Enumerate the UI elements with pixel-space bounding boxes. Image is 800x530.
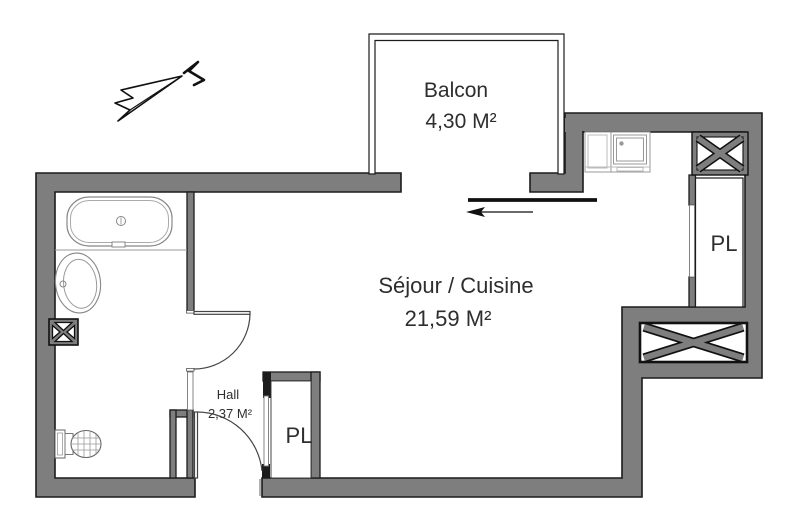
washbasin (54, 252, 102, 314)
closet-door-right (689, 204, 695, 278)
area-label-hall: 2,37 M² (208, 406, 253, 421)
bathroom-door-jamb-bottom (186, 368, 195, 372)
wall-balcony-foot-fill (530, 118, 583, 192)
wall-pl-hall-stub-bottom (262, 464, 270, 478)
top-right-duct-icon (691, 131, 749, 176)
entrance-door (193, 411, 263, 479)
closet-hall-interior (270, 380, 312, 479)
wall-bathroom-partition (186, 191, 195, 312)
bathroom-door (193, 310, 251, 370)
kitchen-sink (584, 131, 651, 173)
toilet (54, 429, 102, 459)
room-label-hall: Hall (217, 387, 240, 402)
bathroom-duct-icon (48, 318, 79, 346)
closet-label-hall: PL (286, 423, 313, 448)
bottom-right-duct-icon (638, 321, 749, 364)
sliding-direction-arrow-icon (466, 207, 485, 217)
balcony-railing (368, 33, 565, 175)
closet-label-right: PL (711, 231, 738, 256)
bathroom-door-frame-lower (187, 371, 194, 411)
north-arrow-icon (114, 60, 206, 122)
wall-stub-left-leg (169, 409, 177, 479)
balcony-sliding-door (466, 198, 597, 217)
wall-stub-right-leg (186, 409, 194, 479)
room-label-balcony: Balcon (424, 79, 488, 102)
area-label-living: 21,59 M² (405, 306, 492, 331)
wall-pl-hall-stub-top (263, 372, 271, 398)
wall-pl-right-lower (688, 276, 697, 308)
closet-right-interior (694, 177, 744, 308)
wall-balcony-foot-outline (529, 131, 584, 193)
walls (35, 112, 763, 498)
room-label-living: Séjour / Cuisine (378, 273, 533, 298)
wall-right-block (261, 112, 763, 498)
bathtub (66, 196, 173, 248)
wall-pl-right-upper (688, 174, 697, 206)
area-label-balcony: 4,30 M² (425, 110, 496, 133)
bathroom-door-jamb-top (186, 310, 195, 314)
closet-door-hall (263, 395, 269, 467)
